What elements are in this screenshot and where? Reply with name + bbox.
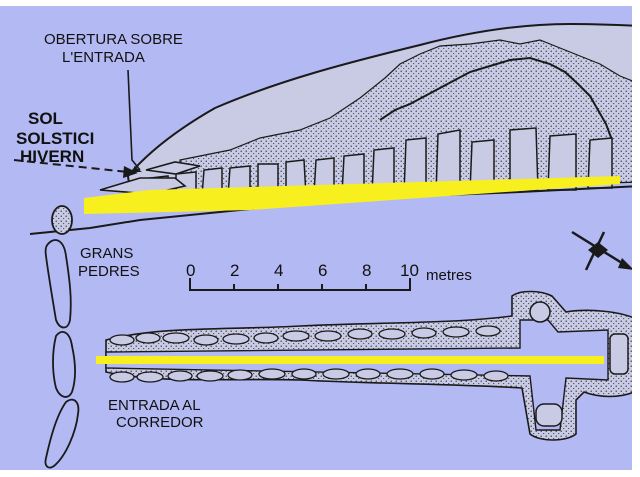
kerbstone bbox=[51, 205, 73, 235]
north-arrow-icon bbox=[571, 230, 634, 271]
sun-ray-dashed-line bbox=[13, 159, 129, 173]
section-view bbox=[29, 22, 640, 235]
scale-bar: 0 2 4 6 8 10 metres bbox=[186, 261, 472, 291]
plan-passage-stones bbox=[109, 325, 509, 383]
scale-tick-4: 4 bbox=[274, 261, 283, 280]
plan-view bbox=[96, 290, 635, 441]
chamber-corbels bbox=[379, 56, 613, 141]
scale-bar-ticks bbox=[233, 284, 367, 290]
roof-box-slab bbox=[145, 161, 201, 175]
label-corridor-line1: ENTRADA AL bbox=[108, 397, 201, 414]
label-sun-line3: HIVERN bbox=[20, 147, 84, 166]
label-opening-line1: OBERTURA SOBRE bbox=[44, 31, 183, 48]
label-opening-line2: L'ENTRADA bbox=[62, 49, 145, 66]
opening-pointer-line bbox=[127, 69, 141, 171]
sunbeam-section bbox=[84, 176, 620, 214]
scale-tick-10: 10 bbox=[400, 261, 419, 280]
scale-bar-line bbox=[189, 278, 411, 291]
sun-ray-arrowhead bbox=[123, 166, 138, 178]
label-sun-line2: SOLSTICI bbox=[16, 129, 94, 148]
label-corridor-line2: CORREDOR bbox=[116, 414, 204, 431]
scale-tick-8: 8 bbox=[362, 261, 371, 280]
top-border bbox=[0, 0, 640, 6]
scale-unit: metres bbox=[426, 267, 472, 284]
scale-tick-2: 2 bbox=[230, 261, 239, 280]
opening-pointer-arrowhead bbox=[134, 166, 142, 172]
bottom-border bbox=[0, 470, 640, 477]
scale-tick-6: 6 bbox=[318, 261, 327, 280]
sunbeam-plan bbox=[96, 356, 604, 364]
great-stones bbox=[44, 239, 80, 469]
scale-tick-0: 0 bbox=[186, 261, 195, 280]
end-recess-basin bbox=[609, 333, 629, 375]
label-stones-line1: GRANS bbox=[80, 245, 133, 262]
right-border bbox=[632, 0, 640, 477]
north-recess-basin bbox=[529, 301, 551, 323]
south-recess-basin bbox=[535, 403, 563, 427]
label-sun-line1: SOL bbox=[28, 109, 63, 128]
label-stones-line2: PEDRES bbox=[78, 263, 140, 280]
